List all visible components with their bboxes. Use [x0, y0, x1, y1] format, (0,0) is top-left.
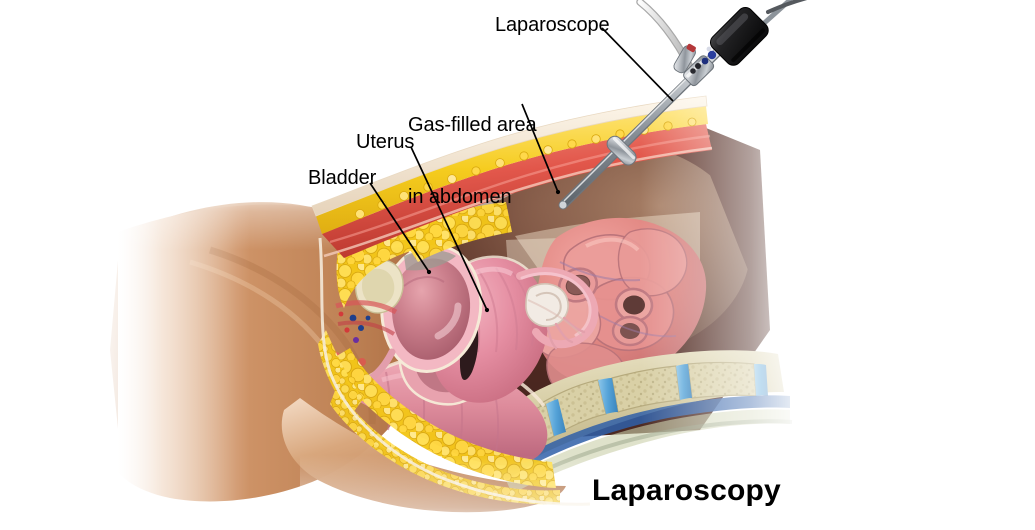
leader-gas-filled-area [521, 103, 559, 193]
leader-dot-bladder [426, 269, 432, 275]
pubic-marrow [362, 268, 395, 306]
bottom-fade [300, 455, 840, 530]
scope-tip [559, 201, 567, 209]
leader-dot-uterus [484, 307, 490, 313]
leader-bladder [369, 182, 430, 273]
light-post [673, 43, 696, 74]
disc-1 [598, 378, 618, 414]
label-uterus: Uterus [356, 131, 415, 153]
intestine-highlight [585, 237, 640, 252]
label-gas-filled-area: Gas-filled area in abdomen [408, 65, 537, 257]
illustration-title: Laparoscopy [592, 474, 781, 507]
bladder-mucosa-fold [403, 276, 445, 287]
pelvic-muscle-band-2 [337, 320, 396, 336]
leader-dot-gas [555, 189, 561, 195]
leader-laparoscope [601, 27, 674, 102]
ovary-shading [535, 291, 562, 321]
disc-3 [546, 399, 566, 436]
leader-lines [369, 27, 674, 313]
leader-uterus [410, 146, 488, 311]
label-laparoscope: Laparoscope [495, 14, 610, 36]
label-gas-filled-area-line2: in abdomen [408, 186, 512, 208]
right-fade [640, 80, 840, 510]
camera-head [709, 6, 769, 66]
bladder [364, 244, 483, 384]
mesenteric-vessel-1 [559, 261, 641, 282]
label-gas-filled-area-line1: Gas-filled area [408, 114, 537, 136]
fimbriae [546, 316, 586, 350]
pelvic-vessels [338, 311, 371, 343]
abdominal-cross-section [300, 80, 840, 530]
trocar-cannula [606, 135, 637, 166]
uterus-striation-3 [495, 267, 518, 351]
fallopian-tube-ovary [516, 267, 599, 350]
laparoscope-instrument [558, 0, 808, 210]
bladder-lumen [392, 258, 471, 360]
bladder-highlight [434, 302, 462, 340]
fallopian-tube [516, 267, 599, 349]
camera-cable [766, 0, 808, 14]
pelvic-muscle-band [335, 300, 398, 315]
fallopian-tube-inner [520, 272, 592, 337]
fat-inferior [330, 348, 556, 488]
label-bladder: Bladder [308, 167, 377, 189]
fat-supravesical [398, 202, 512, 262]
uterus-striation-2 [477, 269, 499, 353]
broad-ligament [527, 299, 583, 337]
fat-perirectal [318, 330, 364, 414]
